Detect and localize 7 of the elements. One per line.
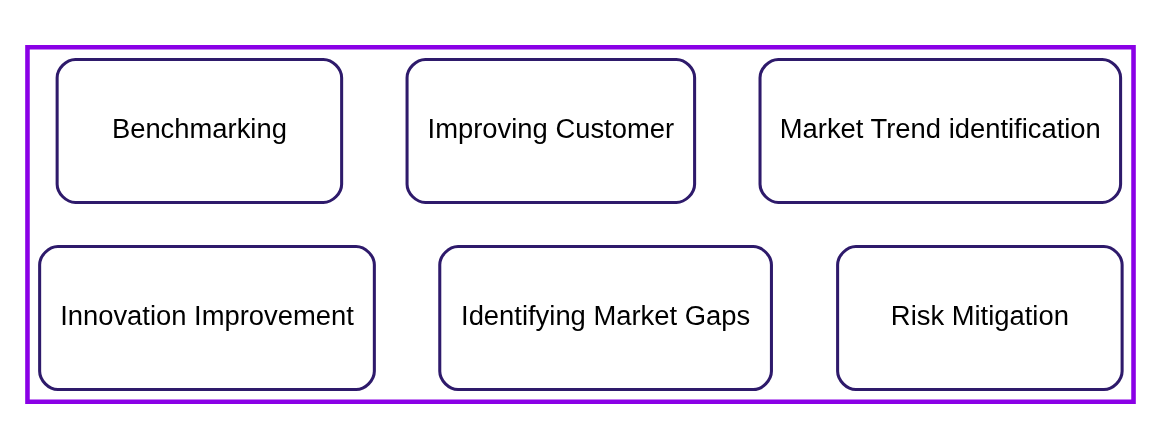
cluster [25,44,1136,404]
node-box: Improving Customer [405,57,697,204]
node-box: Market Trend identification [758,57,1123,204]
node-box: Identifying Market Gaps [438,244,773,391]
node-box: Innovation Improvement [38,244,376,391]
node-box: Risk Mitigation [836,244,1124,391]
node-box: Benchmarking [55,57,344,204]
